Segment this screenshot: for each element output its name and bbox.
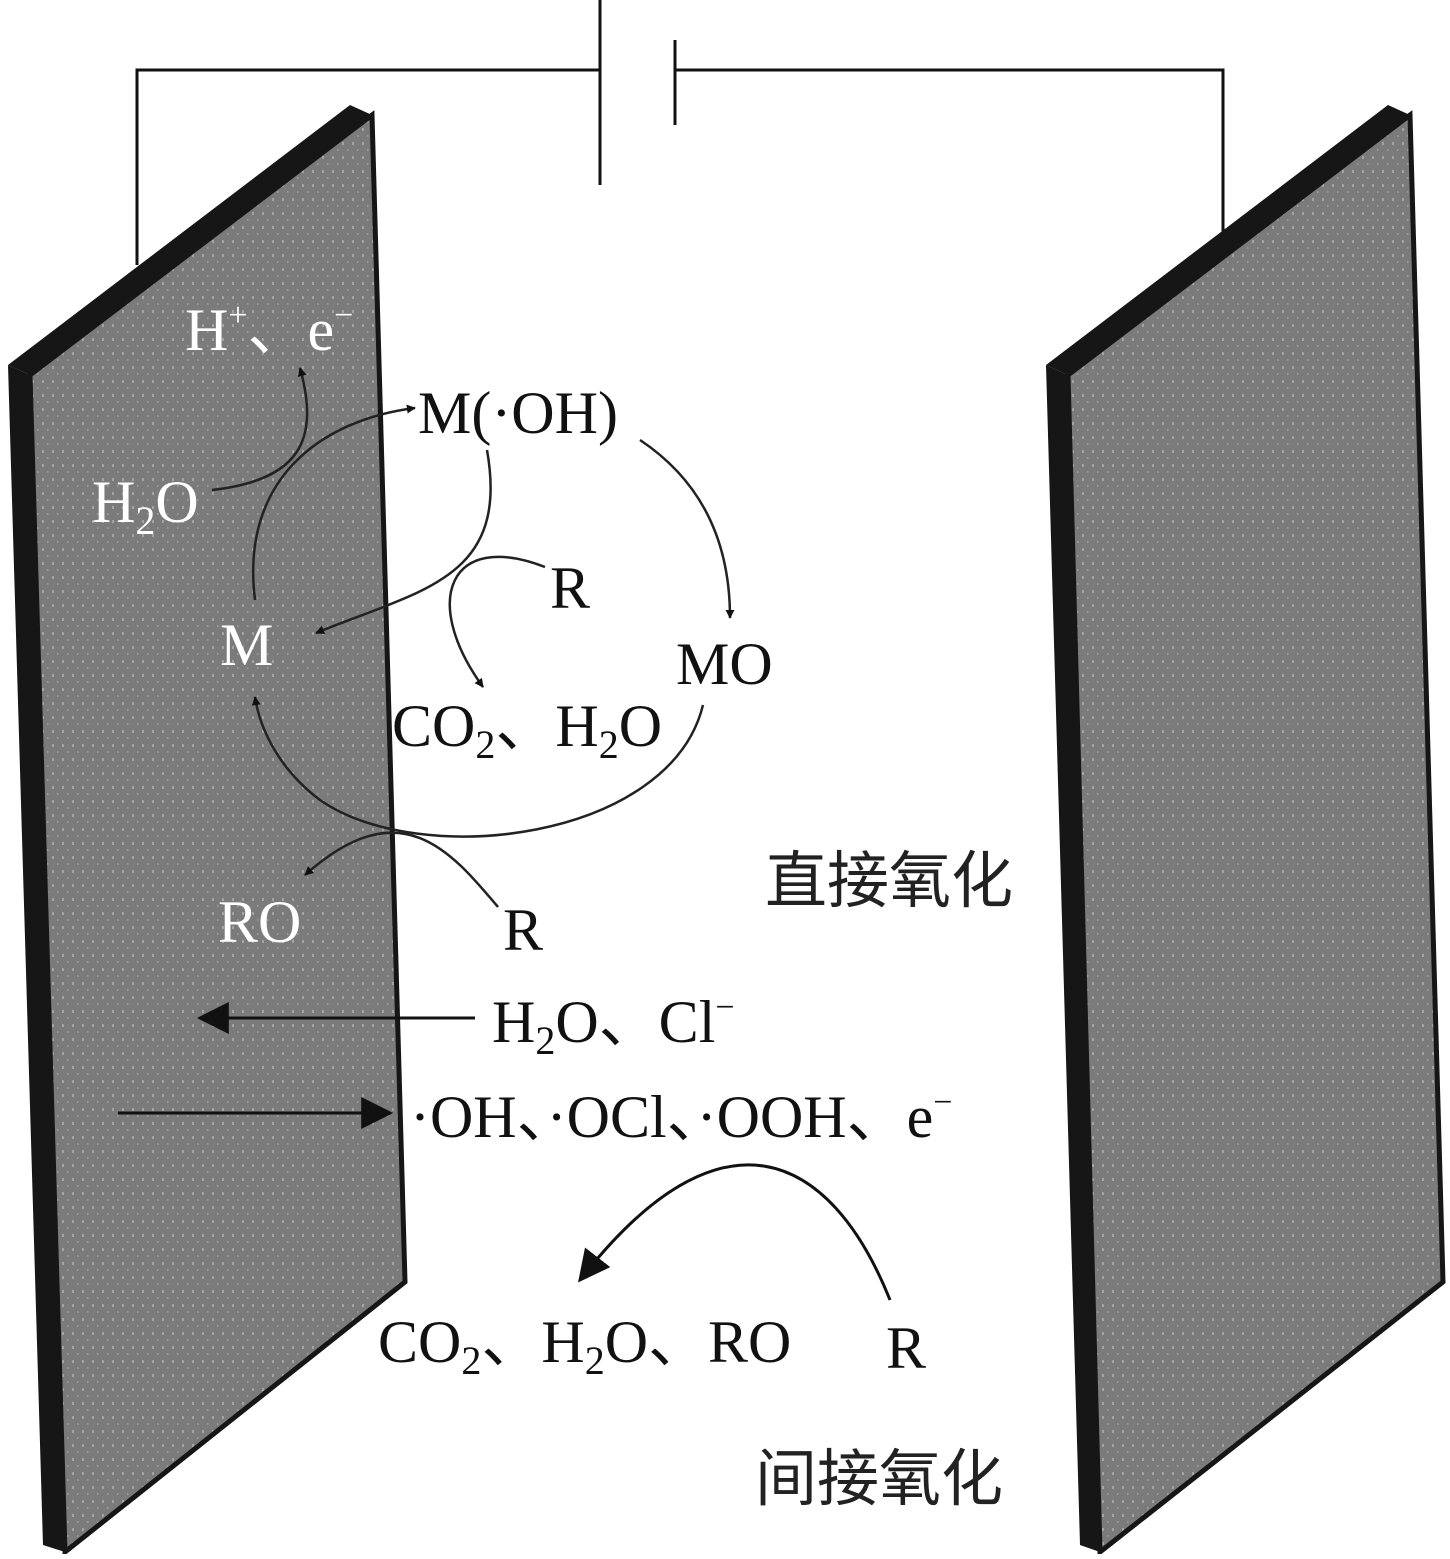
label-mo: MO: [676, 631, 773, 697]
arrow-h2o-to-h-plus: [211, 367, 309, 492]
label-r-ro: R: [503, 897, 543, 963]
label-direct-oxidation: 直接氧化: [765, 844, 1013, 917]
label-indirect-products: CO2、H2O、RO: [378, 1309, 791, 1383]
wire-left: [135, 68, 600, 265]
indirect-oxidation-arrows: [118, 1002, 892, 1301]
label-radicals: ·OH、·OCl、·OOH、e−: [410, 1084, 952, 1150]
power-source: [135, 0, 1225, 265]
arrow-r-to-co2: [448, 555, 546, 688]
label-h2o-cl: H2O、Cl−: [492, 989, 735, 1063]
direct-oxidation-arrows: [211, 367, 735, 908]
arrow-mo-to-m: [251, 696, 705, 838]
arrow-m-oh-to-m: [315, 449, 492, 635]
label-indirect-oxidation: 间接氧化: [755, 1442, 1003, 1515]
arrow-r-to-products: [578, 1163, 892, 1301]
label-h-plus-e: H+、e−: [185, 297, 353, 363]
label-r-direct: R: [550, 555, 590, 621]
arrow-m-to-m-oh: [252, 404, 416, 601]
arrow-m-oh-to-mo: [639, 438, 735, 619]
label-co2-h2o-direct: CO2、H2O: [392, 693, 662, 767]
label-m-oh: M(·OH): [418, 380, 618, 446]
wire-right: [675, 68, 1225, 235]
cathode-electrode: [1046, 105, 1446, 1558]
arrow-r-to-ro: [304, 831, 499, 908]
label-r-indirect: R: [886, 1315, 926, 1381]
label-ro: RO: [218, 889, 301, 955]
anode-electrode: [8, 105, 408, 1558]
label-m: M: [220, 612, 273, 678]
label-h2o-surface: H2O: [92, 469, 199, 543]
